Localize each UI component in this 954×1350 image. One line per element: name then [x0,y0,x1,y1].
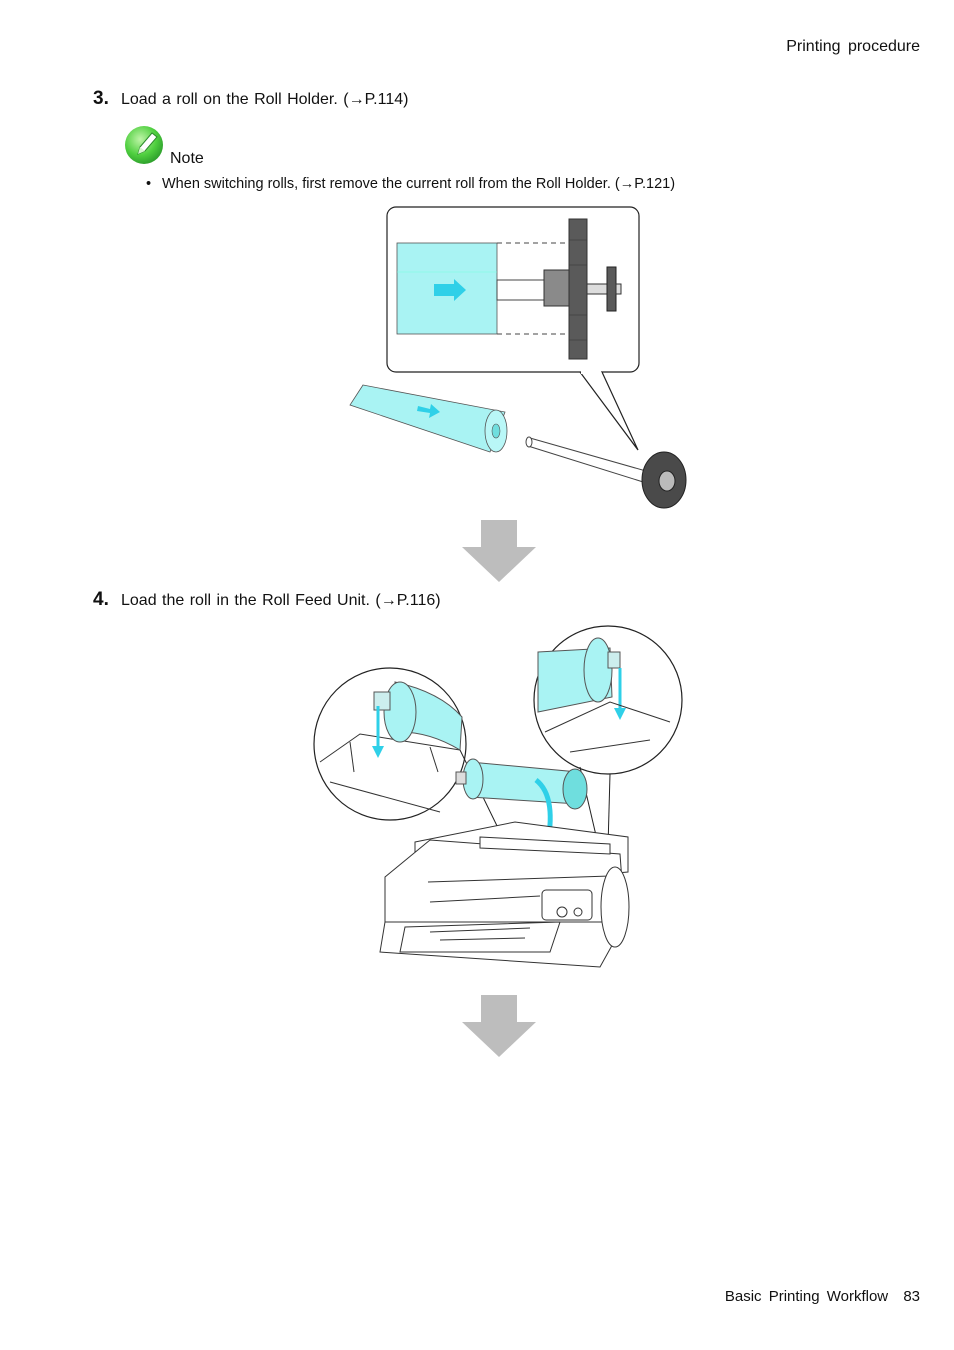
step-3: 3. Load a roll on the Roll Holder. (→P.1… [93,88,408,110]
note-item-text: When switching rolls, first remove the c… [162,176,676,192]
roll-arrow-icon [417,404,440,418]
page-footer: Basic Printing Workflow 83 [725,1288,920,1305]
note-label: Note [170,150,204,167]
flow-arrow-down-icon [462,995,536,1057]
figure-roll-holder [349,206,687,509]
printer [379,821,630,968]
step-text: Load the roll in the Roll Feed Unit. (→P… [121,592,441,609]
left-flange [383,681,417,743]
right-flange [583,637,613,703]
note-item: • When switching rolls, first remove the… [146,176,675,192]
roll-on-holder [469,761,579,805]
step-4: 4. Load the roll in the Roll Feed Unit. … [93,589,441,611]
callout-pointer-mask [581,370,601,374]
figure-roll-feed-unit [313,625,683,968]
running-header: Printing procedure [786,38,920,55]
step-text: Load a roll on the Roll Holder. (→P.114) [121,91,409,108]
callout-pointer [579,371,639,451]
note-pencil-icon [125,126,163,164]
direction-arrow-icon [434,279,466,301]
step-number: 3. [93,88,109,109]
flow-arrow-down-icon [462,520,536,582]
footer-chapter: Basic Printing Workflow [724,1288,889,1305]
footer-page-number: 83 [903,1288,920,1305]
bullet-dot: • [146,176,152,192]
step-number: 4. [93,589,109,610]
roll-body [349,384,506,453]
